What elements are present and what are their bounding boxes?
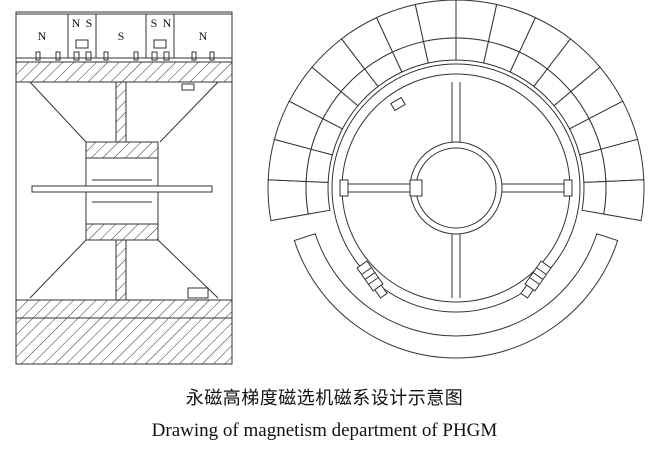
- horizontal-shaft: [31, 185, 213, 193]
- pole-piece-segment: [581, 180, 607, 215]
- adjuster-bolts: [356, 96, 552, 299]
- pole-label: S: [151, 16, 158, 30]
- lower-shield: [293, 233, 619, 359]
- magnet-arc: [267, 0, 645, 222]
- spokes: [344, 82, 570, 298]
- magnet-block-sn-right: [145, 13, 175, 59]
- pole-label: N: [199, 29, 208, 43]
- phgm-figure: N N S S S N N: [15, 0, 645, 365]
- pole-piece-segment: [579, 148, 607, 183]
- hub-inner: [415, 147, 497, 229]
- pole-piece-segment: [305, 180, 331, 215]
- pole-piece-segment: [455, 37, 490, 64]
- magnet-block-n-left: [15, 13, 69, 59]
- magnet-block-n-right: [173, 13, 233, 59]
- upper-column: [115, 81, 127, 145]
- pole-label: S: [118, 29, 125, 43]
- magnet-segment: [267, 179, 309, 222]
- top-plate-bracket: [181, 83, 195, 91]
- pole-label: S: [86, 16, 93, 30]
- pole-label: N: [38, 29, 47, 43]
- caption-english: Drawing of magnetism department of PHGM: [151, 420, 498, 441]
- lower-column: [115, 239, 127, 301]
- end-view: [267, 0, 645, 359]
- top-plate: [15, 61, 233, 83]
- magnet-segment: [603, 179, 645, 222]
- base-block: [15, 317, 233, 365]
- pole-label: N: [72, 16, 81, 30]
- caption-chinese: 永磁高梯度磁选机磁系设计示意图: [185, 388, 464, 409]
- magnet-bolts: [35, 39, 215, 61]
- pole-piece-segment: [422, 37, 457, 64]
- lower-bracket: [187, 287, 209, 299]
- bottom-plate: [15, 299, 233, 319]
- magnet-block-ns-left: [67, 13, 97, 59]
- pole-label: N: [163, 16, 172, 30]
- side-view: [15, 11, 233, 365]
- pole-labels: N N S S S N N: [38, 16, 208, 43]
- hub-key: [409, 179, 423, 197]
